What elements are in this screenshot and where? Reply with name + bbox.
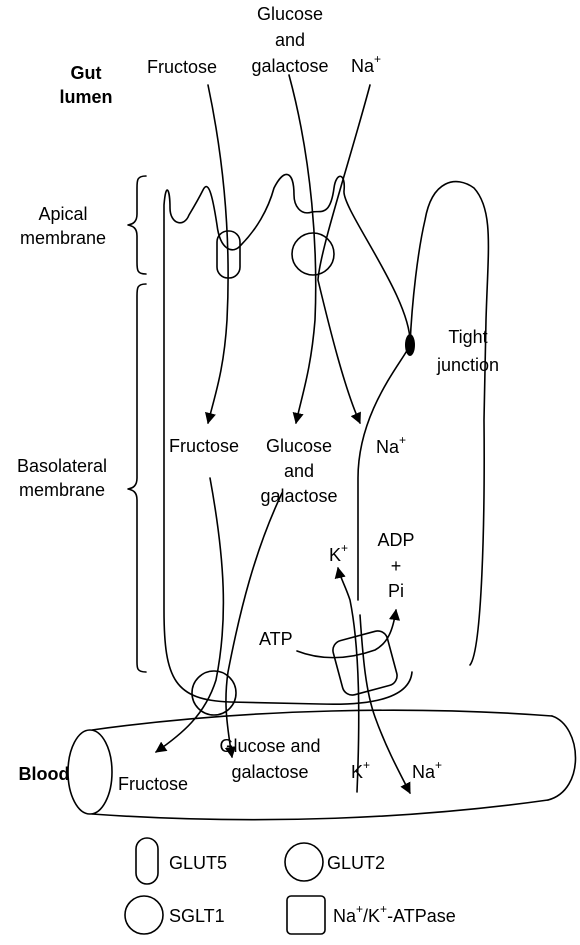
cell-glucose-label-line1: Glucose — [266, 436, 332, 456]
legend-pump-symbol — [287, 896, 325, 934]
legend-glut2-symbol — [285, 843, 323, 881]
adp-label: ADP — [377, 530, 414, 550]
blood-potassium-label: K+ — [351, 758, 370, 782]
neighbor-cell-membrane — [410, 182, 488, 665]
sglt1-transporter — [292, 233, 334, 275]
atp-label: ATP — [259, 629, 293, 649]
glut2-transporter — [192, 671, 236, 715]
apical-membrane-label-line2: membrane — [20, 228, 106, 248]
lumen-glucose-label-line1: Glucose — [257, 4, 323, 24]
cell-sodium-label: Na+ — [376, 433, 406, 457]
legend-glut5-label: GLUT5 — [169, 853, 227, 873]
legend-pump-label: Na+/K+-ATPase — [333, 902, 456, 926]
lumen-sodium-label: Na+ — [351, 52, 381, 76]
lumen-glucose-label-line2: and — [275, 30, 305, 50]
legend-sglt1-label: SGLT1 — [169, 906, 225, 926]
basolateral-membrane-label-line2: membrane — [19, 480, 105, 500]
basolateral-brace — [128, 284, 146, 672]
adp-plus-label: + — [391, 556, 402, 576]
lumen-fructose-label: Fructose — [147, 57, 217, 77]
basolateral-membrane-label-line1: Basolateral — [17, 456, 107, 476]
apical-membrane-label-line1: Apical — [38, 204, 87, 224]
tight-junction-label-line1: Tight — [448, 327, 487, 347]
legend-glut5-symbol — [136, 838, 158, 884]
legend-glut2-label: GLUT2 — [327, 853, 385, 873]
tight-junction-marker — [405, 334, 415, 356]
legend: GLUT5 GLUT2 SGLT1 Na+/K+-ATPase — [125, 838, 456, 934]
blood-fructose-label: Fructose — [118, 774, 188, 794]
blood-vessel — [68, 710, 576, 819]
gut-lumen-label-line2: lumen — [59, 87, 112, 107]
cell-glucose-label-line2: and — [284, 461, 314, 481]
cell-glucose-label-line3: galactose — [260, 486, 337, 506]
blood-glucose-label-line1: Glucose and — [219, 736, 320, 756]
tight-junction-label-line2: junction — [436, 355, 499, 375]
cell-potassium-label: K+ — [329, 541, 348, 565]
blood-label: Blood — [19, 764, 70, 784]
blood-glucose-label-line2: galactose — [231, 762, 308, 782]
na-k-atpase-pump — [331, 629, 400, 698]
legend-sglt1-symbol — [125, 896, 163, 934]
lumen-glucose-label-line3: galactose — [251, 56, 328, 76]
cell-fructose-label: Fructose — [169, 436, 239, 456]
apical-brace — [128, 176, 146, 274]
gut-lumen-label-line1: Gut — [71, 63, 102, 83]
pi-label: Pi — [388, 581, 404, 601]
blood-sodium-label: Na+ — [412, 758, 442, 782]
